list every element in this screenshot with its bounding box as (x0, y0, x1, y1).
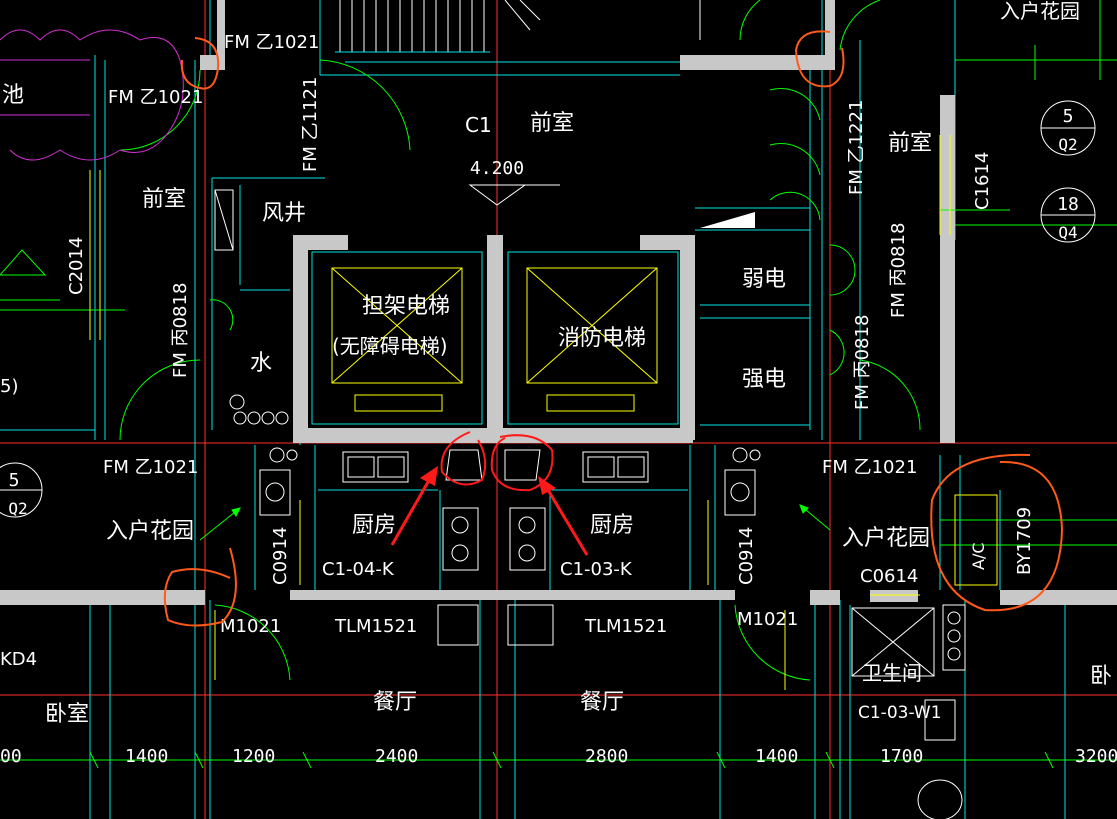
markup-arrowhead-right (538, 476, 556, 495)
walls (0, 0, 1117, 605)
code-bathroom: C1-03-W1 (858, 703, 942, 723)
dim-7: 3200 (1075, 746, 1117, 767)
room-garden-left: 入户花园 (106, 519, 194, 544)
code-fm-bing-right: FM 丙0818 (888, 223, 909, 318)
room-kitchen-left: 厨房 (352, 513, 396, 538)
dim-3: 2400 (375, 746, 418, 767)
axis-bubble-1-top: 5 (1063, 106, 1074, 127)
room-front-left: 前室 (142, 187, 186, 212)
room-garden-right: 入户花园 (842, 526, 930, 551)
room-garden-top-right: 入户花园 (1000, 0, 1080, 23)
code-fm-left-mid: FM 乙1021 (103, 457, 198, 478)
code-kitchen-right: C1-03-K (560, 559, 633, 580)
bathroom-fixtures (851, 604, 966, 819)
label-paren5: 5) (0, 376, 18, 397)
room-wind-well: 风井 (262, 201, 306, 226)
window-frames (89, 135, 998, 690)
axis-bubble-1-bottom: Q2 (1058, 135, 1077, 154)
axis-bubble-2-bottom: Q4 (1058, 223, 1077, 242)
code-by1709: BY1709 (1014, 507, 1035, 575)
dim-0: 00 (0, 746, 22, 767)
room-front-top: 前室 (530, 111, 574, 136)
dim-4: 2800 (585, 746, 628, 767)
code-fm-left-upper: FM 乙1021 (108, 87, 203, 108)
code-m1021-right: M1021 (737, 609, 798, 630)
room-bedroom-left: 卧室 (45, 702, 89, 727)
axis-bubble-3-bottom: Q2 (8, 499, 27, 518)
elevator-cabins (311, 251, 679, 425)
door-swings (0, 0, 1117, 761)
dim-1: 1400 (125, 746, 168, 767)
dim-2: 1200 (232, 746, 275, 767)
code-fm-right-mid: FM 乙1021 (822, 457, 917, 478)
label-c1: C1 (465, 113, 492, 137)
markup-annotations (163, 30, 1064, 627)
room-water: 水 (250, 351, 272, 376)
code-c0914-left: C0914 (270, 527, 291, 585)
stairs (335, 0, 701, 53)
dim-5: 1400 (755, 746, 798, 767)
elevation-value: 4.200 (470, 158, 524, 179)
code-c1614: C1614 (972, 152, 993, 210)
code-c0914-right: C0914 (736, 527, 757, 585)
room-front-right: 前室 (888, 131, 932, 156)
room-weak-current: 弱电 (742, 267, 786, 292)
code-fm-bing-left: FM 丙0818 (170, 283, 191, 378)
code-tlm-left: TLM1521 (334, 616, 417, 637)
room-pool-partial: 池 (2, 83, 24, 108)
code-fm-bing-mid: FM 丙0818 (852, 315, 873, 410)
axis-bubble-2-top: 18 (1057, 194, 1079, 215)
room-strong-current: 强电 (742, 367, 786, 392)
code-fm-left-vert: FM 乙1121 (300, 77, 321, 172)
code-fm-right-vert: FM 乙1221 (846, 100, 867, 195)
cyan-lines (0, 0, 1066, 819)
code-c0614: C0614 (860, 566, 918, 587)
room-bathroom: 卫生间 (862, 661, 922, 685)
axis-bubbles (0, 100, 1096, 518)
code-ac: A/C (969, 542, 988, 570)
room-elevator-fire: 消防电梯 (558, 326, 646, 351)
room-elevator-note: (无障碍电梯) (332, 334, 448, 358)
room-dining-right: 餐厅 (580, 690, 624, 715)
markup-arrowhead-left (420, 466, 438, 486)
left-triangle (0, 249, 47, 276)
code-tlm-right: TLM1521 (584, 616, 667, 637)
room-elevator-stretcher: 担架电梯 (362, 294, 450, 319)
room-kitchen-right: 厨房 (590, 513, 634, 538)
code-fm-top: FM 乙1021 (224, 32, 319, 53)
code-kd4: KD4 (0, 649, 37, 670)
code-kitchen-left: C1-04-K (322, 559, 395, 580)
dim-6: 1700 (880, 746, 923, 767)
water-fixtures (229, 394, 289, 425)
code-c2014: C2014 (66, 237, 87, 295)
code-m1021-left: M1021 (220, 616, 281, 637)
magenta-outline (0, 29, 184, 161)
dimension-ticks (89, 751, 1054, 769)
room-dining-left: 餐厅 (373, 690, 417, 715)
room-bedroom-right: 卧 (1090, 664, 1112, 689)
axis-bubble-3-top: 5 (9, 470, 20, 491)
